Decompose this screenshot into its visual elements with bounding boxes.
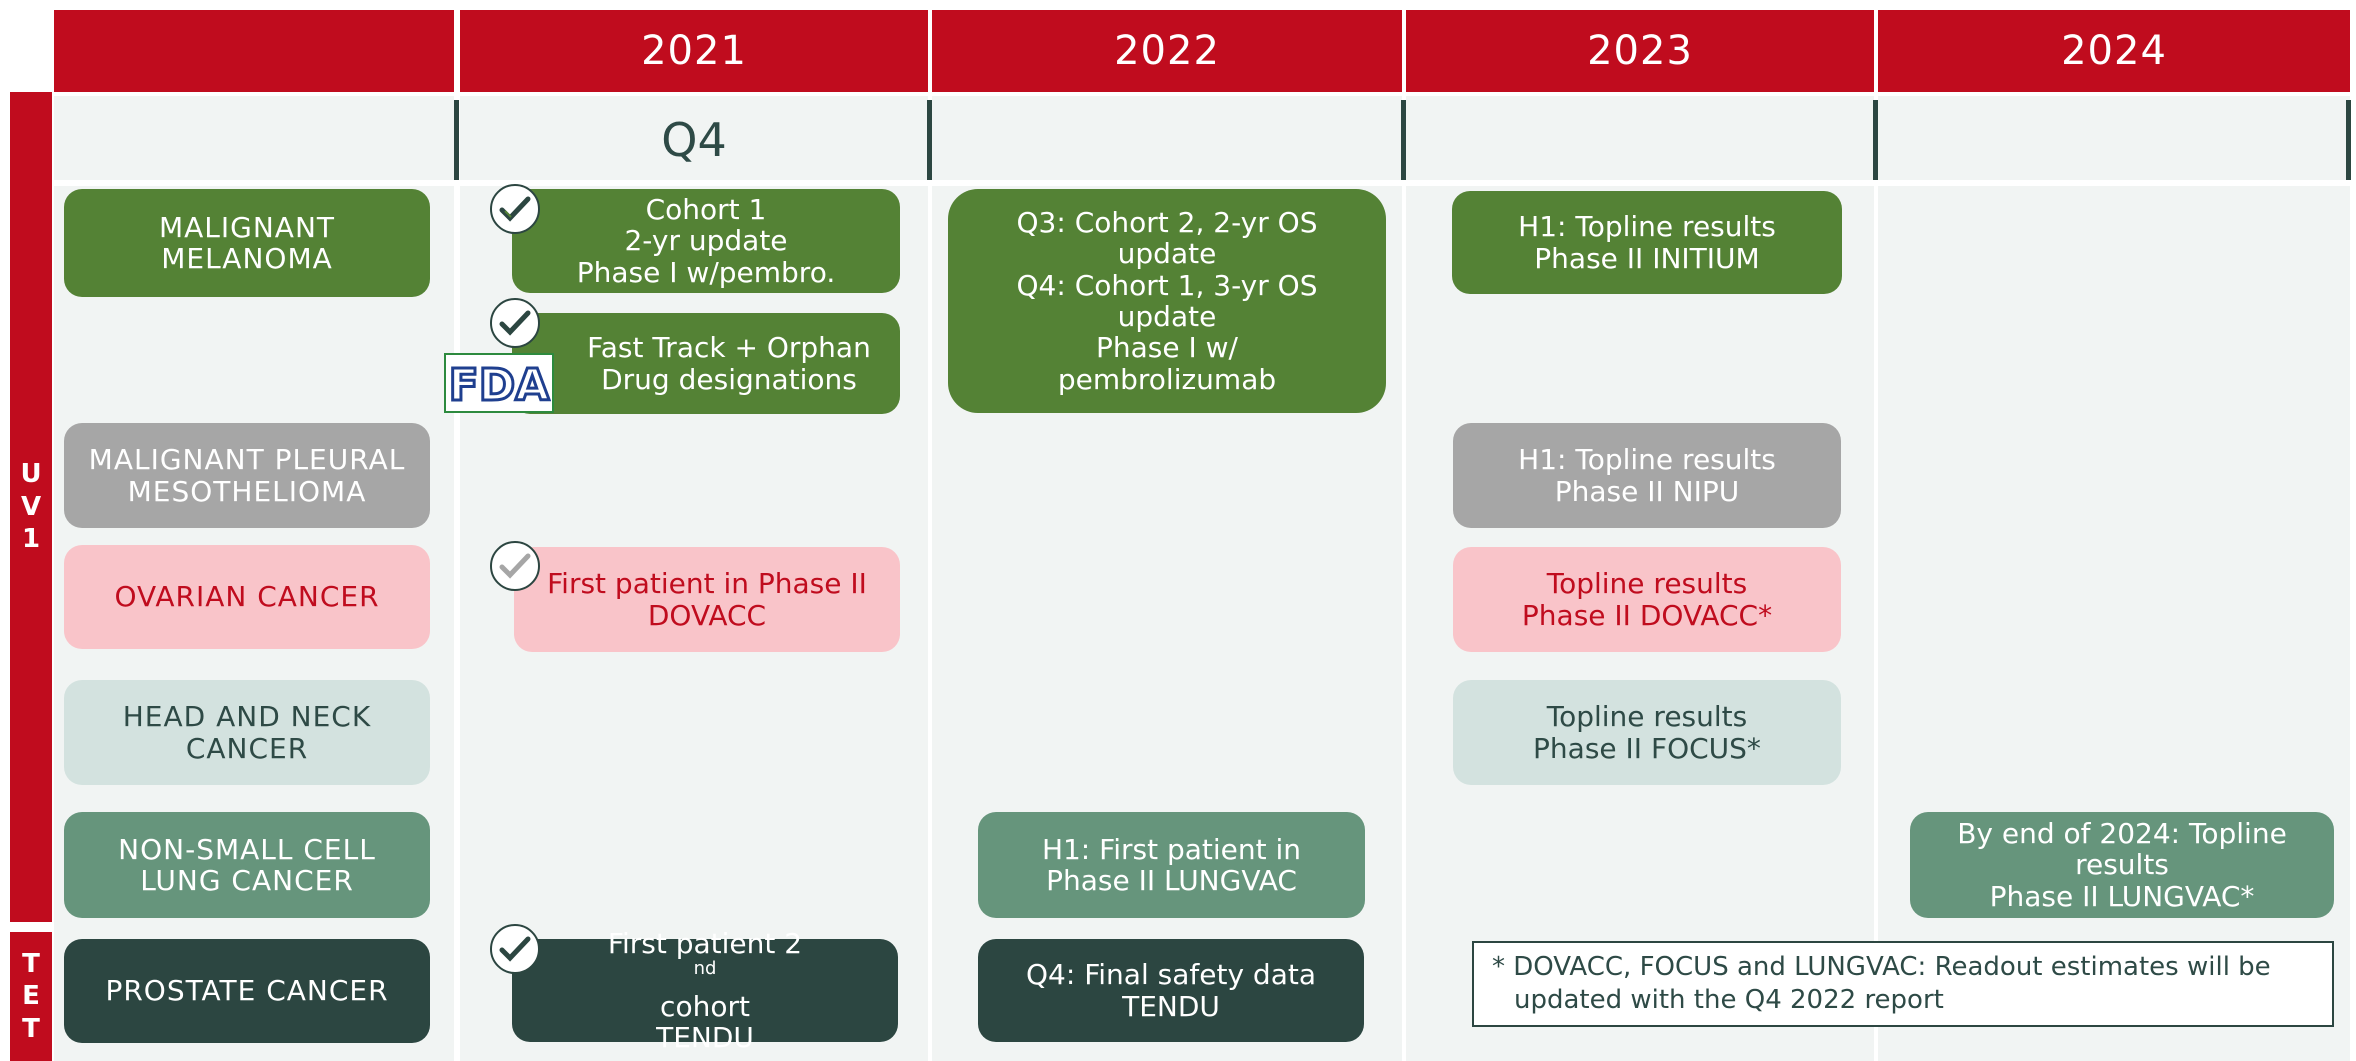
- quarter-separator: [1873, 100, 1878, 180]
- side-letter: 1: [21, 524, 41, 555]
- year-header-2021: 2021: [460, 10, 928, 92]
- side-label-tet: T E T: [10, 932, 52, 1061]
- check-circle-icon: [490, 184, 540, 234]
- quarter-separator: [1401, 100, 1406, 180]
- year-header-2024: 2024: [1878, 10, 2350, 92]
- footnote: * DOVACC, FOCUS and LUNGVAC: Readout est…: [1472, 941, 2334, 1027]
- side-letter: U: [20, 459, 42, 490]
- quarter-label-q4: Q4: [661, 113, 727, 167]
- row-label-prostate-cancer: PROSTATE CANCER: [64, 939, 430, 1043]
- check-circle-icon: [490, 924, 540, 974]
- header-blank: [54, 10, 454, 92]
- check-circle-icon: [490, 298, 540, 348]
- quarter-separator: [454, 100, 459, 180]
- svg-text:FDA: FDA: [449, 360, 550, 410]
- side-letter: T: [22, 948, 40, 979]
- side-letter: V: [20, 491, 42, 522]
- year-header-2023: 2023: [1406, 10, 1874, 92]
- fda-logo: FDA: [444, 353, 554, 413]
- year-header-2022: 2022: [932, 10, 1402, 92]
- side-letter: T: [22, 1013, 40, 1044]
- quarter-row-divider: [54, 180, 2350, 186]
- check-circle-icon: [490, 541, 540, 591]
- row-label-ovarian-cancer: OVARIAN CANCER: [64, 545, 430, 649]
- side-letter: E: [22, 981, 40, 1012]
- side-label-uv1: U V 1: [10, 92, 52, 922]
- quarter-separator: [927, 100, 932, 180]
- quarter-separator: [2346, 100, 2351, 180]
